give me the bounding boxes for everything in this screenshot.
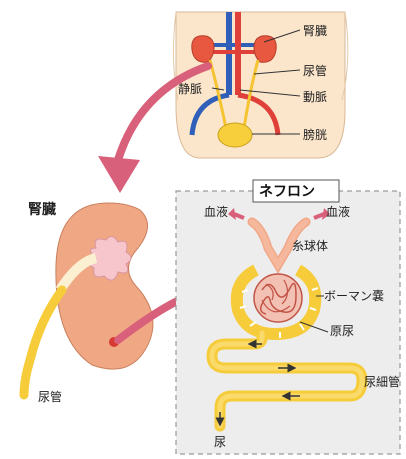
label-body-artery: 動脈 [303,90,327,104]
label-blood-right: 血液 [326,204,350,219]
label-blood-left: 血液 [204,204,228,219]
label-kidney-title: 腎臓 [28,201,56,218]
label-tubule: 尿細管 [364,374,400,389]
label-primary-urine: 原尿 [330,324,354,338]
label-body-bladder: 膀胱 [303,127,327,142]
nephron-panel [176,191,400,454]
kidney-cross-section [56,203,153,369]
nephron-title: ネフロン [259,184,315,200]
label-urine: 尿 [214,435,226,449]
label-body-kidney: 腎臓 [303,24,327,38]
kidney-ureter [24,290,62,395]
label-glomerulus: 糸球体 [292,239,328,253]
label-body-vein: 静脈 [178,82,202,96]
glomerulus [254,274,302,322]
label-kidney-ureter: 尿管 [38,389,62,404]
label-bowman: ボーマン嚢 [324,288,384,303]
bladder [218,123,252,147]
label-body-ureter: 尿管 [303,63,327,78]
